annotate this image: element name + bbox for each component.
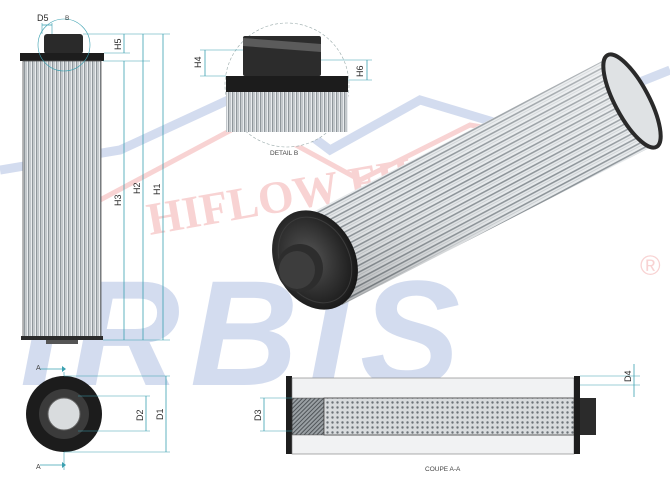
dim-label-h1: H1 bbox=[152, 183, 162, 195]
isometric-view bbox=[272, 52, 663, 310]
detail-seal-ring bbox=[243, 38, 321, 52]
detail-cap-plate bbox=[226, 76, 348, 92]
detail-b-view: H4 H6 DETAIL B bbox=[193, 22, 372, 157]
dim-label-d4: D4 bbox=[623, 370, 633, 382]
section-mark-top: A bbox=[36, 365, 41, 372]
section-right-spigot bbox=[580, 398, 596, 435]
watermark-registered: ® bbox=[640, 250, 661, 281]
detail-pleats bbox=[226, 92, 348, 132]
section-outer-media bbox=[291, 377, 575, 399]
section-perforated-core bbox=[324, 398, 574, 435]
dim-label-d5: D5 bbox=[37, 13, 49, 23]
front-bottom-spigot bbox=[46, 340, 78, 344]
top-inner-bore bbox=[48, 398, 80, 430]
front-top-nozzle bbox=[44, 34, 83, 54]
front-bottom-cap bbox=[21, 336, 103, 340]
detail-caption: DETAIL B bbox=[270, 150, 298, 157]
front-top-cap bbox=[20, 53, 104, 61]
section-mark-bottom: A bbox=[36, 464, 41, 471]
dim-label-h2: H2 bbox=[132, 182, 142, 194]
dim-label-d3: D3 bbox=[253, 409, 263, 421]
section-left-cap bbox=[286, 376, 292, 454]
detail-b-marker bbox=[37, 18, 91, 72]
top-view: A A D2 D1 bbox=[26, 365, 170, 471]
dim-label-d2: D2 bbox=[135, 409, 145, 421]
dim-label-h5: H5 bbox=[113, 38, 123, 50]
dim-label-h3: H3 bbox=[113, 194, 123, 206]
section-right-cap bbox=[574, 376, 580, 454]
front-dimensions: D5 B H5 H3 H2 H1 bbox=[37, 13, 170, 341]
dim-label-h4: H4 bbox=[193, 56, 203, 68]
section-view: D3 D4 COUPE A-A bbox=[253, 364, 640, 473]
section-left-nozzle bbox=[292, 398, 324, 435]
dim-label-d1: D1 bbox=[155, 408, 165, 420]
dim-label-h6: H6 bbox=[355, 65, 365, 77]
iso-far-end-cap bbox=[601, 52, 663, 150]
dim-label-b: B bbox=[65, 15, 69, 22]
front-view bbox=[20, 18, 104, 344]
front-pleated-body bbox=[23, 61, 101, 338]
section-caption: COUPE A-A bbox=[425, 466, 461, 473]
